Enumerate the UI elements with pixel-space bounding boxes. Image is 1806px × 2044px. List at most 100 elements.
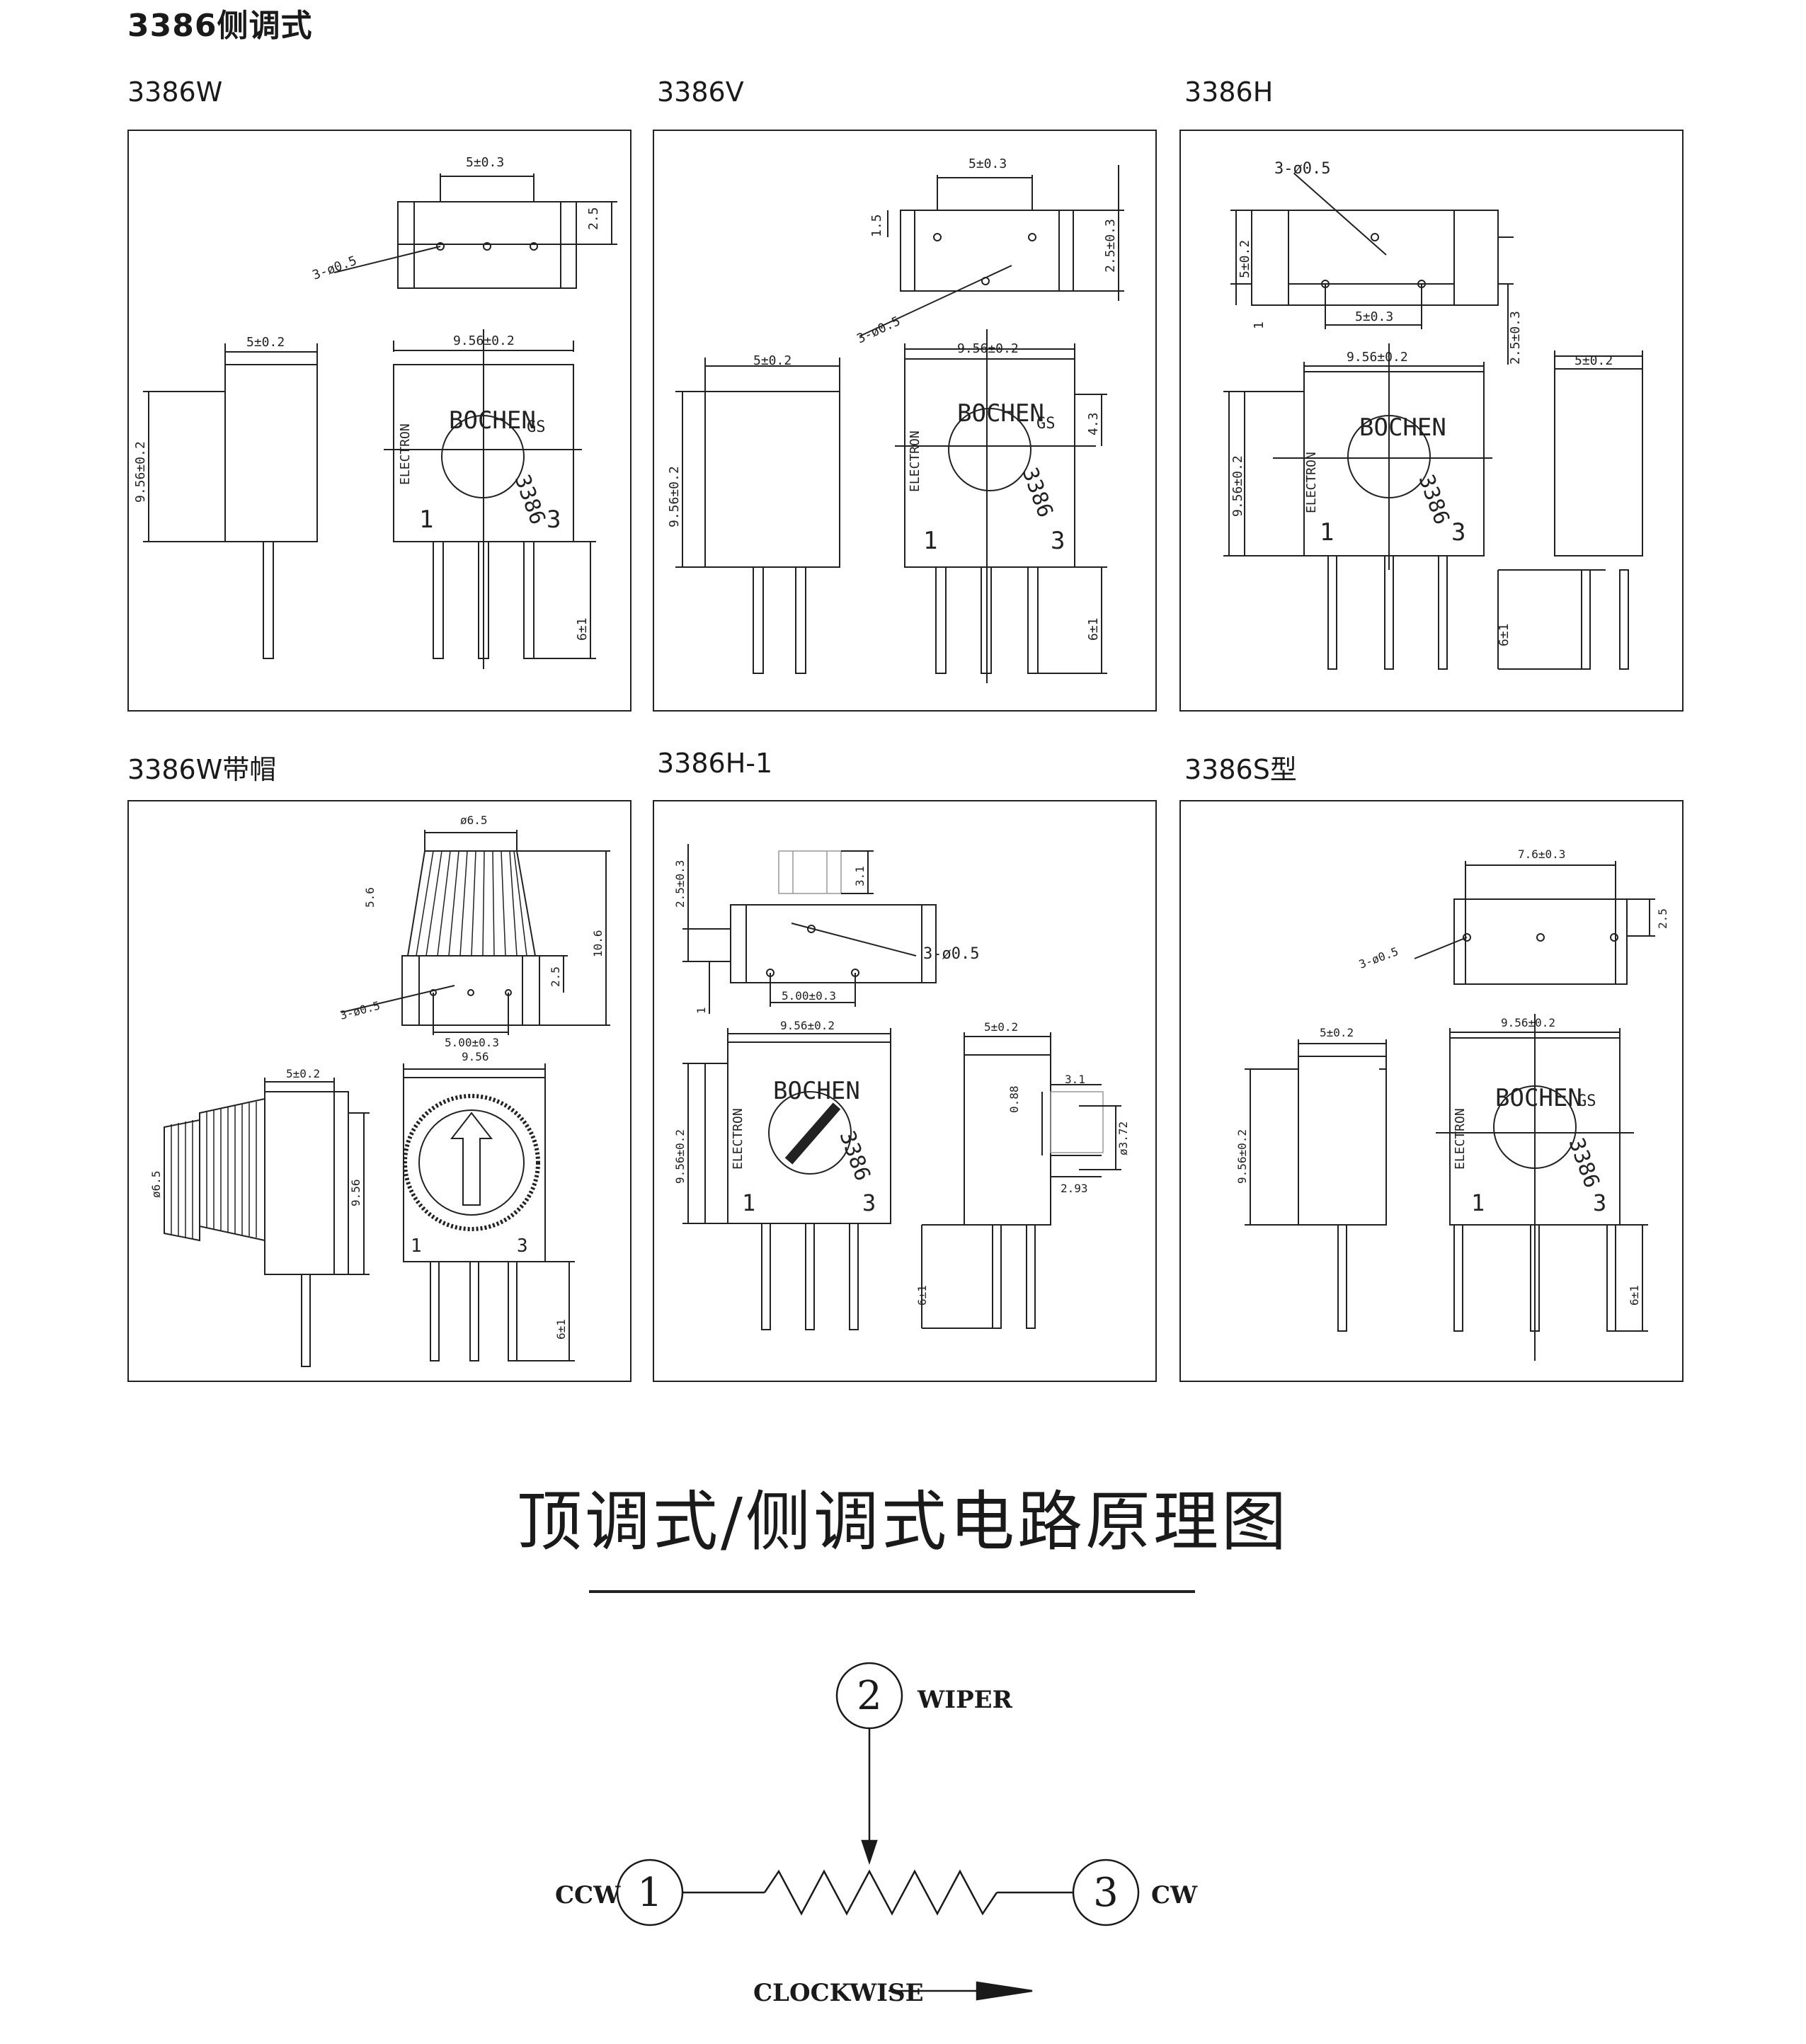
body-model: 3386 <box>834 1128 875 1184</box>
body-pin1: 1 <box>419 506 433 534</box>
drawing-3386h: 3-ø0.5 5±0.2 1 5±0.3 2.5±0.3 9.56±0.2 9.… <box>1223 160 1643 670</box>
body-sub: ELECTRON <box>1304 452 1319 513</box>
dim-offset: 1 <box>1252 321 1267 329</box>
body-pin3: 3 <box>547 506 561 534</box>
dim-top-pitch: 5±0.3 <box>1355 309 1393 324</box>
body-model: 3386 <box>1563 1135 1604 1192</box>
dim-top-height: 2.5 <box>586 207 601 230</box>
dim-top-height: 2.5 <box>1656 908 1669 929</box>
body-pin1: 1 <box>1320 518 1334 547</box>
dim-adj-height: 4.3 <box>1086 412 1101 435</box>
dim-offset: 1.5 <box>869 214 884 237</box>
body-sub: ELECTRON <box>908 430 922 492</box>
dim-body-h: 9.56 <box>349 1179 362 1206</box>
dim-cap-h: 5.6 <box>363 887 377 908</box>
dim-holes: 3-ø0.5 <box>338 999 382 1022</box>
dim-holes: 3-ø0.5 <box>855 314 903 347</box>
dim-body-width: 9.56±0.2 <box>1347 350 1408 365</box>
wiper-arrow <box>861 1839 878 1865</box>
body-sub: ELECTRON <box>1453 1108 1468 1170</box>
dim-cap-dia: ø6.5 <box>460 813 488 827</box>
body-brand: BOCHEN <box>773 1077 860 1105</box>
dim-side-width: 5±0.2 <box>753 353 791 368</box>
cw-label: CW <box>1151 1881 1198 1909</box>
drawing-3386h-1: 2.5±0.3 3.1 3-ø0.5 1 5.00±0.3 9.56±0.2 9… <box>673 844 1130 1330</box>
direction-arrow <box>976 1981 1033 2001</box>
dim-top-height: 2.5±0.3 <box>673 860 687 908</box>
dim-side-height: 9.56±0.2 <box>1230 455 1245 517</box>
dim-top-pitch: 7.6±0.3 <box>1518 847 1565 861</box>
dim-pin-length: 6±1 <box>554 1319 568 1340</box>
ccw-label: CCW <box>555 1881 621 1909</box>
body-mark: GS <box>527 418 546 436</box>
dim-pitch: 5.00±0.3 <box>445 1036 499 1049</box>
body-brand: BOCHEN <box>1359 413 1446 442</box>
body-pin1: 1 <box>923 527 937 555</box>
dim-knob-dia: ø3.72 <box>1116 1121 1130 1155</box>
dim-body-width: 9.56±0.2 <box>957 341 1019 356</box>
wiper-label: WIPER <box>917 1686 1013 1714</box>
dim-knob-w: 3.1 <box>1065 1073 1085 1086</box>
circuit-schematic: 2 1 3 WIPER CCW CW CLOCKWISE <box>555 1662 1198 2007</box>
body-pin3: 3 <box>517 1235 528 1257</box>
dim-top-height: 2.5±0.3 <box>1103 219 1118 273</box>
drawing-3386v: 5±0.3 2.5±0.3 1.5 3-ø0.5 5±0.2 9.56±0.2 … <box>667 156 1124 683</box>
dim-holes: 3-ø0.5 <box>311 253 359 283</box>
dim-pin-height: 2.5±0.3 <box>1508 311 1523 365</box>
drawing-panel-3386h: 3-ø0.5 5±0.2 1 5±0.3 2.5±0.3 9.56±0.2 9.… <box>1179 130 1684 712</box>
panel-label-3386h: 3386H <box>1184 76 1274 108</box>
pin3-circle <box>1072 1859 1140 1926</box>
dim-pin-length: 6±1 <box>915 1285 929 1306</box>
body-model: 3386 <box>1413 472 1454 528</box>
pin3-number: 3 <box>1093 1870 1119 1916</box>
dim-cap-dia-side: ø6.5 <box>149 1170 163 1198</box>
dim-slot: 0.88 <box>1007 1085 1021 1113</box>
body-mark: GS <box>1036 415 1056 433</box>
dim-pin-length: 6±1 <box>1497 623 1511 646</box>
drawing-panel-3386v: 5±0.3 2.5±0.3 1.5 3-ø0.5 5±0.2 9.56±0.2 … <box>653 130 1157 712</box>
pin2-number: 2 <box>857 1673 882 1719</box>
dim-pin-length: 6±1 <box>1086 617 1101 641</box>
dim-holes: 3-ø0.5 <box>1357 944 1400 971</box>
drawing-3386s: 7.6±0.3 2.5 3-ø0.5 5±0.2 9.56±0.2 9.56±0… <box>1235 847 1669 1361</box>
dim-side-width: 5±0.2 <box>1574 353 1613 368</box>
body-sub: ELECTRON <box>731 1108 745 1170</box>
drawing-3386w: 5±0.3 2.5 3-ø0.5 5±0.2 9.56±0.2 9.56±0.2… <box>133 155 617 669</box>
dim-side-height: 9.56±0.2 <box>133 441 148 503</box>
dim-side-height: 9.56±0.2 <box>1235 1129 1249 1184</box>
dim-offset: 1 <box>695 1007 708 1014</box>
dim-top-pitch: 5±0.3 <box>968 156 1007 171</box>
dim-body-width: 9.56±0.2 <box>1501 1016 1555 1029</box>
dim-pin-length: 6±1 <box>575 617 590 641</box>
dim-side-height: 9.56±0.2 <box>673 1129 687 1184</box>
panel-label-3386v: 3386V <box>657 76 744 108</box>
dim-total-h: 10.6 <box>591 930 605 957</box>
body-brand: BOCHEN <box>1495 1084 1582 1112</box>
drawing-panel-3386h-1: 2.5±0.3 3.1 3-ø0.5 1 5.00±0.3 9.56±0.2 9… <box>653 800 1157 1382</box>
pin1-number: 1 <box>637 1870 663 1916</box>
dim-pitch: 5.00±0.3 <box>782 989 836 1003</box>
dim-body-width: 9.56±0.2 <box>780 1019 835 1032</box>
schematic-title-rule <box>589 1590 1195 1593</box>
dim-side-height: 9.56±0.2 <box>667 466 682 527</box>
body-pin1: 1 <box>742 1189 755 1216</box>
body-brand: BOCHEN <box>449 406 536 435</box>
dim-side-width: 5±0.2 <box>1320 1026 1354 1039</box>
dim-holes: 3-ø0.5 <box>1274 160 1330 178</box>
dim-pin-length: 6±1 <box>1628 1285 1641 1306</box>
page-heading: 3386侧调式 <box>127 8 313 44</box>
panel-label-3386h-1: 3386H-1 <box>657 748 773 779</box>
body-pin3: 3 <box>862 1189 876 1216</box>
dim-top-pitch: 5±0.3 <box>466 155 504 170</box>
dim-body-width: 9.56±0.2 <box>453 333 515 348</box>
dim-holes: 3-ø0.5 <box>923 945 979 963</box>
panel-label-3386w: 3386W <box>127 76 223 108</box>
body-sub: ELECTRON <box>398 423 413 485</box>
dim-base-h: 2.5 <box>549 966 562 987</box>
dim-side-width: 5±0.2 <box>246 335 285 350</box>
body-brand: BOCHEN <box>957 399 1044 428</box>
body-pin3: 3 <box>1593 1189 1606 1216</box>
body-mark: GS <box>1577 1092 1596 1110</box>
drawing-3386w-cap: ø6.5 5.6 10.6 2.5 3-ø0.5 5.00±0.3 5±0.2 … <box>149 813 610 1367</box>
body-pin1: 1 <box>411 1235 422 1257</box>
